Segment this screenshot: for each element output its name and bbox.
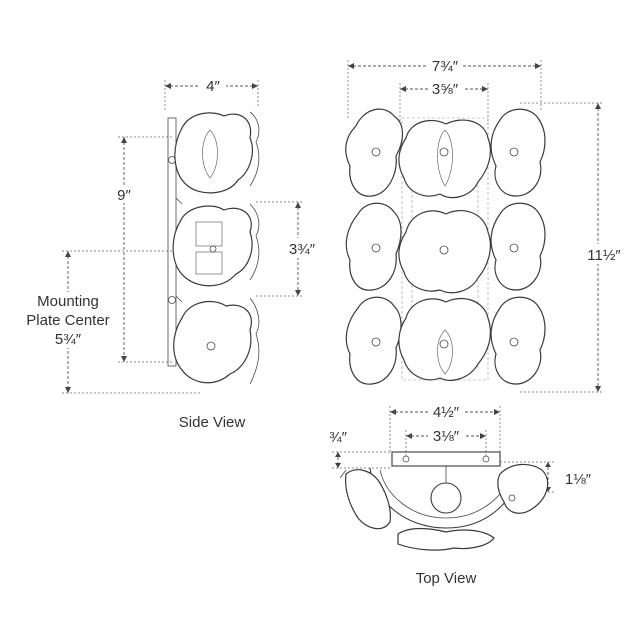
mounting-label-line2: Plate Center <box>26 312 109 329</box>
top-depth-left-label: ¾″ <box>329 429 348 446</box>
top-view-caption: Top View <box>416 570 477 587</box>
mounting-value-label: 5¾″ <box>55 331 82 348</box>
side-width-label: 4″ <box>206 78 220 95</box>
front-width-label: 7¾″ <box>432 58 459 75</box>
front-inner-dimension: 3⅝″ <box>399 79 489 128</box>
front-inner-label: 3⅝″ <box>432 81 459 98</box>
top-depth-left-dimension: ¾″ <box>329 429 392 469</box>
side-width-dimension: 4″ <box>164 76 259 112</box>
front-height-label: 11½″ <box>587 247 621 264</box>
top-inner-label: 3⅛″ <box>433 428 460 445</box>
side-mid-label: 3¾″ <box>289 241 316 258</box>
top-depth-right-label: 1⅛″ <box>565 471 592 488</box>
front-width-dimension: 7¾″ <box>347 56 542 118</box>
top-width-label: 4½″ <box>433 404 460 421</box>
side-view-caption: Side View <box>179 414 246 431</box>
side-glass-stack <box>172 111 260 385</box>
side-height-label: 9″ <box>117 187 131 204</box>
top-depth-right-dimension: 1⅛″ <box>500 461 598 493</box>
side-height-dimension: 9″ <box>112 136 172 363</box>
front-glass-array <box>345 108 546 385</box>
top-inner-dimension: 3⅛″ <box>405 426 487 456</box>
front-view: 7¾″ 3⅝″ 11½″ <box>345 56 624 393</box>
mounting-center-dimension: Mounting Plate Center 5¾″ <box>20 250 200 394</box>
top-view: 4½″ 3⅛″ ¾″ 1⅛″ <box>329 402 598 587</box>
side-mid-dimension: 3¾″ <box>256 201 322 297</box>
side-view: 4″ 9″ Mounting Plate Center 5¾″ <box>20 76 322 431</box>
front-height-dimension: 11½″ <box>520 102 624 393</box>
top-width-dimension: 4½″ <box>389 402 501 452</box>
mounting-label-line1: Mounting <box>37 293 99 310</box>
